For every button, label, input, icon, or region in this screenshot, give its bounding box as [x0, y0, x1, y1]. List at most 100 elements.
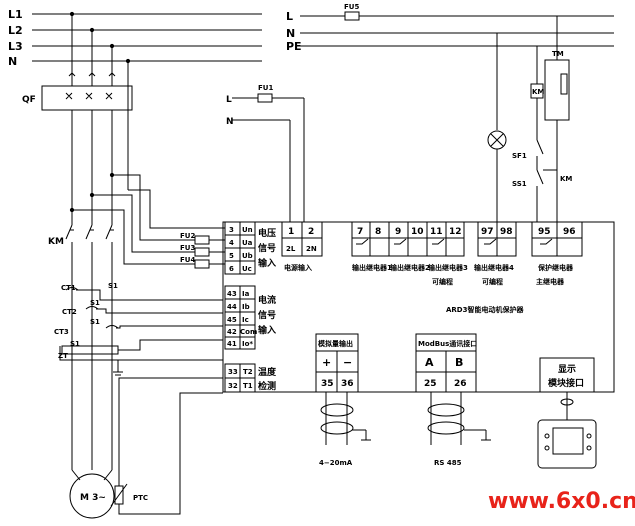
t-sig-t2: T2	[243, 368, 253, 376]
tm-timer	[544, 59, 570, 121]
pr-term-95: 95	[538, 227, 551, 237]
label-l3: L3	[8, 40, 23, 53]
d-title-2: 模块接口	[548, 377, 584, 389]
label-l2: L2	[8, 24, 23, 37]
fu1-fuse	[257, 93, 273, 103]
p-sub-2n: 2N	[306, 245, 317, 253]
i-title-1: 电流	[258, 294, 276, 306]
display-module	[537, 419, 597, 469]
p-sub-2l: 2L	[286, 245, 296, 253]
fu1-label: FU1	[258, 84, 273, 92]
label-l1: L1	[8, 8, 23, 21]
d-title-1: 显示	[558, 364, 576, 375]
v-term-3: 3	[229, 226, 234, 234]
v-term-4: 4	[229, 239, 234, 247]
r-note: 可编程	[432, 277, 453, 286]
pr-note: 主继电器	[536, 277, 565, 286]
a-term-36: 36	[341, 379, 354, 389]
pr-caption: 保护继电器	[537, 263, 574, 272]
watermark: www.6x0.cn	[488, 489, 635, 514]
r4-term-98: 98	[500, 227, 513, 237]
aux-label-pe: PE	[286, 40, 302, 53]
i-sig-ic: Ic	[242, 316, 249, 324]
t-sig-t1: T1	[243, 382, 253, 390]
motor-label: M 3~	[80, 493, 106, 503]
ct1-label: CT1	[61, 284, 76, 292]
supply-n-label: N	[226, 117, 234, 127]
qf-breaker	[41, 85, 133, 111]
i-sig-io: Io*	[242, 340, 253, 348]
r4-term-97: 97	[481, 227, 494, 237]
r4-caption: 输出继电器4	[474, 263, 514, 272]
r-caption-3: 输出继电器3	[428, 263, 468, 272]
device-name: ARD3智能电动机保护器	[446, 305, 524, 314]
a-title: 模拟量输出	[318, 339, 353, 348]
i-term-44: 44	[227, 303, 237, 311]
m-sign-b: B	[455, 356, 463, 369]
r4-note: 可编程	[482, 277, 503, 286]
v-term-5: 5	[229, 252, 234, 260]
sf1-label: SF1	[512, 152, 527, 160]
a-term-35: 35	[321, 379, 334, 389]
qf-label: QF	[22, 95, 36, 105]
m-sign-a: A	[425, 356, 434, 369]
fu4-label: FU4	[180, 256, 195, 264]
km-contact-label: KM	[560, 175, 572, 183]
fu5-label: FU5	[344, 3, 359, 11]
s1-label-2: S1	[90, 299, 100, 307]
v-term-6: 6	[229, 265, 234, 273]
label-n: N	[8, 55, 17, 68]
r-caption-1: 输出继电器1	[352, 263, 392, 272]
ss1-label: SS1	[512, 180, 527, 188]
s1-label-1: S1	[108, 282, 118, 290]
m-caption: RS 485	[434, 459, 462, 467]
s1-label-4: S1	[70, 340, 80, 348]
i-title-2: 信号	[258, 309, 276, 321]
zt-label: ZT	[58, 352, 68, 360]
p-term-1: 1	[288, 227, 294, 237]
t-title-1: 温度	[258, 366, 277, 378]
i-term-45: 45	[227, 316, 237, 324]
a-sign-minus: −	[343, 356, 352, 369]
v-title-3: 输入	[258, 257, 276, 269]
tm-label: TM	[552, 50, 564, 58]
supply-l-label: L	[226, 95, 232, 105]
aux-label-n: N	[286, 27, 295, 40]
m-term-26: 26	[454, 379, 467, 389]
i-term-41: 41	[227, 340, 237, 348]
t-term-32: 32	[228, 382, 238, 390]
aux-label-l: L	[286, 10, 293, 23]
i-sig-ia: Ia	[242, 290, 250, 298]
r-term-9: 9	[395, 227, 401, 237]
m-title: ModBus通讯接口	[418, 339, 477, 348]
r-term-10: 10	[411, 227, 424, 237]
r-term-7: 7	[357, 227, 363, 237]
fu2-label: FU2	[180, 232, 195, 240]
v-title-1: 电压	[258, 227, 276, 239]
m-term-25: 25	[424, 379, 437, 389]
v-sig-ua: Ua	[242, 239, 253, 247]
p-term-2: 2	[308, 227, 314, 237]
ptc-label: PTC	[133, 494, 148, 502]
r-caption-2: 输出继电器2	[390, 263, 430, 272]
fu5-fuse	[344, 11, 360, 21]
a-caption: 4−20mA	[319, 459, 353, 467]
p-title: 电源输入	[284, 263, 312, 272]
r-term-12: 12	[449, 227, 462, 237]
fu3-label: FU3	[180, 244, 195, 252]
r-term-8: 8	[375, 227, 381, 237]
v-sig-un: Un	[242, 226, 253, 234]
km-coil-label: KM	[532, 88, 544, 96]
i-term-42: 42	[227, 328, 237, 336]
v-title-2: 信号	[258, 242, 276, 254]
ct2-label: CT2	[62, 308, 77, 316]
i-title-3: 输入	[258, 324, 276, 336]
a-sign-plus: +	[322, 356, 331, 369]
i-term-43: 43	[227, 290, 237, 298]
s1-label-3: S1	[90, 318, 100, 326]
t-title-2: 检测	[258, 380, 276, 392]
r-term-11: 11	[430, 227, 443, 237]
t-term-33: 33	[228, 368, 238, 376]
pr-term-96: 96	[563, 227, 576, 237]
